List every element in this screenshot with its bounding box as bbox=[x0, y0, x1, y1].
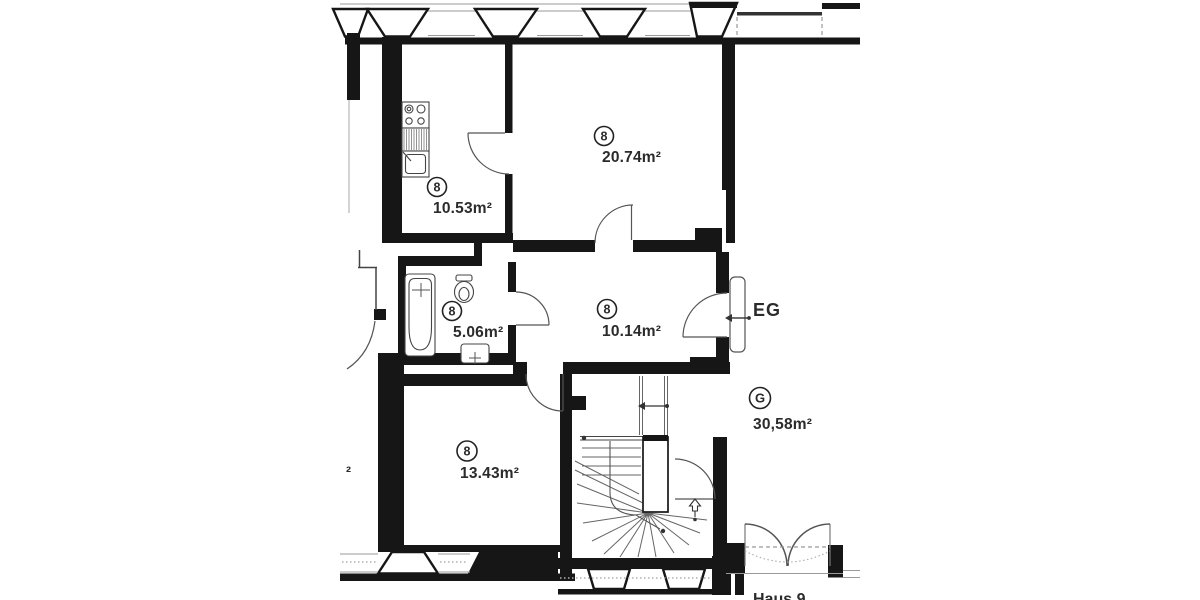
living-room-door bbox=[594, 204, 634, 244]
room-tag-circle bbox=[748, 386, 772, 410]
walls bbox=[345, 33, 860, 575]
room-tag: 8 bbox=[464, 445, 471, 459]
room-tag: 8 bbox=[434, 181, 441, 195]
stair-up-arrow-icon bbox=[688, 498, 702, 522]
top-right-recess bbox=[690, 3, 860, 36]
room-tag-circle bbox=[593, 125, 615, 147]
apartment-entry-door-swing bbox=[682, 292, 728, 338]
room-tag: G bbox=[755, 391, 765, 406]
room-area: 20.74m² bbox=[602, 149, 661, 166]
entrance-double-door bbox=[744, 523, 831, 567]
floor-label: EG bbox=[753, 300, 781, 320]
room-area: 13.43m² bbox=[460, 465, 519, 482]
entry-arrow-icon bbox=[725, 314, 732, 322]
eg-entrance-door bbox=[725, 276, 751, 353]
bottom-window-lines bbox=[340, 553, 470, 573]
kitchen-door bbox=[467, 132, 510, 175]
bathtub bbox=[404, 273, 436, 357]
stair-arrow-icon bbox=[638, 402, 645, 410]
neighbor-wall-fragments bbox=[348, 100, 377, 310]
room-tag-circle bbox=[456, 440, 478, 462]
window-pier bbox=[375, 550, 441, 575]
neighbor-area-fragment: ² bbox=[346, 464, 351, 481]
room-tag-circle bbox=[426, 176, 448, 198]
bathroom-sink bbox=[460, 343, 490, 364]
window-pier bbox=[472, 7, 540, 38]
room-label-bedroom: 8 13.43m² bbox=[456, 440, 519, 482]
room-area: 10.14m² bbox=[602, 323, 661, 340]
bedroom-door bbox=[525, 373, 564, 412]
kitchen-counter bbox=[401, 127, 430, 152]
window-pier bbox=[586, 567, 632, 591]
kitchen-stove bbox=[401, 101, 430, 129]
room-label-living-room: 8 20.74m² bbox=[593, 125, 661, 166]
room-area: 30,58m² bbox=[753, 416, 812, 433]
house-label: Haus 9 bbox=[753, 591, 806, 600]
door-swings bbox=[346, 132, 728, 500]
room-label-kitchen: 8 10.53m² bbox=[426, 176, 492, 217]
window-pier bbox=[661, 567, 707, 591]
stairwell-door bbox=[674, 458, 716, 500]
kitchen-unit bbox=[401, 101, 430, 178]
room-tag: 8 bbox=[604, 303, 611, 317]
top-window-piers bbox=[331, 1, 739, 38]
room-label-common-area: G 30,58m² bbox=[748, 386, 812, 433]
neighbor-door bbox=[346, 320, 376, 370]
room-tag-circle bbox=[596, 298, 618, 320]
room-tag-circle bbox=[441, 300, 463, 322]
bathroom-door bbox=[515, 291, 550, 326]
room-label-bathroom: 8 5.06m² bbox=[441, 300, 503, 341]
bathroom-fixtures bbox=[404, 273, 490, 364]
toilet bbox=[453, 274, 475, 304]
room-label-hallway: 8 10.14m² bbox=[596, 298, 661, 340]
room-area: 5.06m² bbox=[453, 324, 503, 341]
bottom-exterior bbox=[340, 543, 860, 595]
staircase bbox=[574, 376, 708, 558]
window-pier bbox=[688, 1, 739, 38]
kitchen-sink bbox=[401, 150, 430, 178]
room-area: 10.53m² bbox=[433, 200, 492, 217]
stair-walkline bbox=[581, 402, 669, 534]
stair-core bbox=[642, 436, 669, 513]
window-pier bbox=[331, 7, 370, 38]
room-tag: 8 bbox=[449, 305, 456, 319]
room-tag: 8 bbox=[601, 130, 608, 144]
window-pier bbox=[364, 7, 431, 38]
wall-chunk bbox=[468, 552, 558, 574]
window-pier bbox=[580, 7, 648, 38]
